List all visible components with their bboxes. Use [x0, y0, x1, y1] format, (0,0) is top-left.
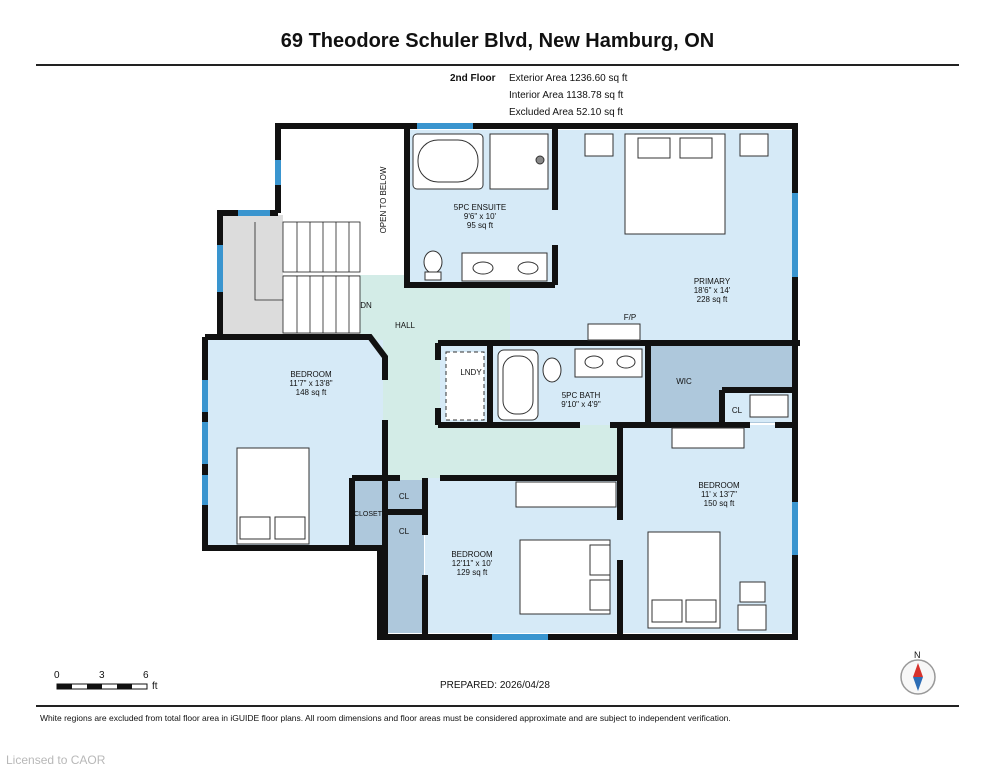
ensuite-dims: 9'6" x 10' [464, 212, 497, 221]
closet-label: CLOSET [354, 511, 383, 518]
primary-area: 228 sq ft [697, 295, 728, 304]
laundry-label: LNDY [460, 368, 482, 377]
exterior-area: Exterior Area 1236.60 sq ft [509, 73, 628, 84]
ensuite-toilet [423, 250, 443, 274]
bedroom-right-dims: 11' x 13'7" [701, 490, 737, 499]
ensuite-area: 95 sq ft [467, 221, 494, 230]
license-watermark: Licensed to CAOR [6, 753, 106, 767]
floor-label: 2nd Floor [450, 73, 496, 84]
bedroom-right-area: 150 sq ft [704, 499, 735, 508]
interior-area: Interior Area 1138.78 sq ft [509, 90, 624, 101]
cl-top-label: CL [399, 492, 410, 501]
scale-tick-0: 0 [54, 670, 60, 681]
cl-top-floor [384, 480, 424, 510]
ensuite-name: 5PC ENSUITE [454, 203, 506, 212]
washer-dryer [445, 351, 485, 421]
cl-bottom-floor [384, 513, 424, 633]
fireplace [587, 323, 641, 341]
scale-bar [56, 683, 148, 690]
fixtures [236, 133, 789, 631]
bedroom-left-area: 148 sq ft [296, 388, 327, 397]
bedroom-left-dims: 11'7" x 13'8" [289, 379, 332, 388]
compass-icon [900, 659, 936, 695]
footer-rule [36, 705, 959, 707]
bath-dims: 9'10" x 4'9" [561, 400, 601, 409]
bedroom-mid-dims: 12'11" x 10' [452, 559, 493, 568]
dn-label: DN [360, 301, 372, 310]
scale-tick-6: 6 [143, 670, 149, 681]
excluded-area: Excluded Area 52.10 sq ft [509, 107, 623, 118]
header-rule [36, 64, 959, 66]
open-below-label: OPEN TO BELOW [379, 166, 388, 233]
disclaimer-footnote: White regions are excluded from total fl… [40, 713, 731, 723]
listing-address-title: 69 Theodore Schuler Blvd, New Hamburg, O… [280, 30, 715, 52]
bath-name: 5PC BATH [562, 391, 601, 400]
room-labels: 5PC ENSUITE 9'6" x 10' 95 sq ft PRIMARY … [289, 166, 742, 577]
prepared-date: PREPARED: 2026/04/28 [440, 680, 550, 691]
primary-name: PRIMARY [694, 277, 731, 286]
windows [202, 123, 798, 640]
bedroom-mid-name: BEDROOM [451, 550, 493, 559]
bath-toilet [542, 357, 562, 383]
primary-dims: 18'6" x 14' [694, 286, 731, 295]
compass-north-label: N [914, 650, 921, 660]
hall-corridor-floor [440, 425, 620, 477]
fp-label: F/P [624, 313, 636, 322]
cl-wic-label: CL [732, 406, 743, 415]
scale-unit: ft [152, 681, 158, 692]
wic-label: WIC [676, 377, 692, 386]
closet-floor [352, 480, 384, 547]
cl-bottom-label: CL [399, 527, 410, 536]
scale-tick-3: 3 [99, 670, 105, 681]
hall-label: HALL [395, 321, 416, 330]
staircase [254, 221, 361, 334]
bedroom-mid-area: 129 sq ft [457, 568, 488, 577]
bedroom-right-name: BEDROOM [698, 481, 740, 490]
bedroom-left-name: BEDROOM [290, 370, 332, 379]
